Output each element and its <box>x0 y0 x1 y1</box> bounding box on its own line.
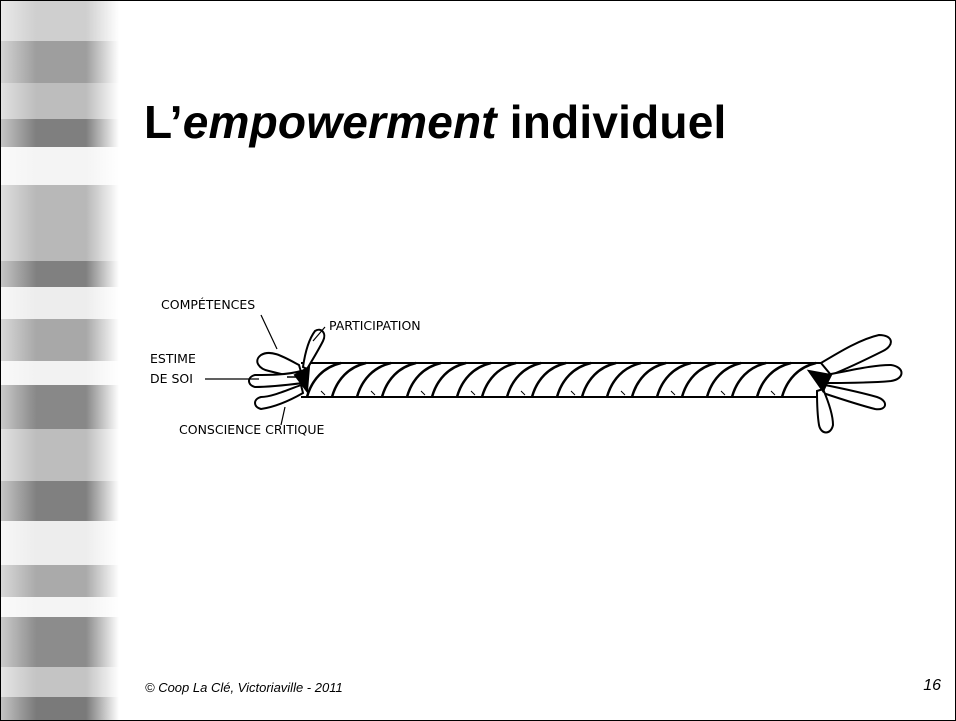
page-number: 16 <box>923 677 941 694</box>
label-leaders <box>205 314 326 426</box>
slide-title: L’empowerment individuel <box>144 95 726 149</box>
rope-left-frayed-end <box>248 328 326 411</box>
label-estime-line2: DE SOI <box>150 371 193 386</box>
label-competences: COMPÉTENCES <box>161 297 255 312</box>
label-participation: PARTICIPATION <box>329 318 421 333</box>
title-suffix: individuel <box>496 96 727 148</box>
footer-copyright: © Coop La Clé, Victoriaville - 2011 <box>145 680 343 695</box>
rope-illustration: COMPÉTENCES PARTICIPATION ESTIME DE SOI … <box>150 297 903 437</box>
title-emphasis: empowerment <box>182 96 497 148</box>
decorative-stripe-bar <box>1 1 119 720</box>
rope-right-frayed-end <box>806 333 903 434</box>
label-conscience-critique: CONSCIENCE CRITIQUE <box>179 422 325 437</box>
rope-body <box>301 361 821 398</box>
rope-hatching <box>320 390 776 396</box>
title-prefix: L’ <box>144 96 183 148</box>
label-estime-line1: ESTIME <box>150 351 196 366</box>
